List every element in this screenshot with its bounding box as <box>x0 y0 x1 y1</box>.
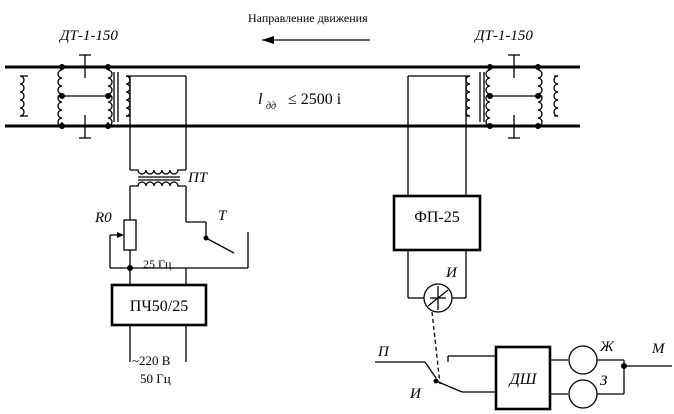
length-formula-sub: дд <box>266 101 276 112</box>
contact-i-label: И <box>409 386 422 402</box>
relay-label: И <box>445 265 458 281</box>
track-transformer-label: ПТ <box>187 170 209 186</box>
direction-label: Направление движения <box>248 11 368 25</box>
contact-t: Т <box>203 208 235 254</box>
mechanical-link <box>431 311 441 385</box>
filter-fp25: ФП-25 <box>392 194 482 252</box>
contact-p-label: П <box>377 344 390 360</box>
freq-25-label: 25 Гц <box>143 257 172 271</box>
length-formula-l: l <box>258 91 263 108</box>
lamp-zh-label: Ж <box>599 339 615 355</box>
length-formula: l дд ≤ 2500 i <box>258 91 342 112</box>
decoder-circuit: П И <box>375 344 496 402</box>
resistor-label: R0 <box>94 210 112 226</box>
left-choke-transformer <box>19 54 131 139</box>
contact-t-label: Т <box>218 208 228 224</box>
relay-i: И <box>423 265 458 313</box>
supply-wiring <box>110 186 249 285</box>
feed-wiring <box>129 75 187 170</box>
resistor-r0: R0 <box>94 210 137 268</box>
supply-voltage-label: ~220 В <box>132 353 171 368</box>
decoder-dsh: ДШ <box>494 345 552 411</box>
direction-arrow <box>262 36 370 44</box>
frequency-converter: ПЧ50/25 <box>110 283 208 362</box>
lamp-z <box>568 379 598 409</box>
rails <box>5 65 580 128</box>
converter-label: ПЧ50/25 <box>130 298 188 315</box>
track-transformer: ПТ <box>130 169 209 187</box>
lamp-z-label: З <box>600 373 608 389</box>
left-joint-label: ДТ-1-150 <box>58 28 118 44</box>
length-formula-rest: ≤ 2500 i <box>288 91 342 108</box>
decoder-label: ДШ <box>508 371 538 388</box>
receive-wiring <box>407 75 467 299</box>
lamp-zh <box>568 345 598 375</box>
filter-label: ФП-25 <box>414 209 460 226</box>
right-joint-label: ДТ-1-150 <box>473 28 533 44</box>
output-m-label: М <box>651 341 666 357</box>
lamps: Ж З М <box>550 339 672 409</box>
supply-freq-label: 50 Гц <box>140 371 171 386</box>
